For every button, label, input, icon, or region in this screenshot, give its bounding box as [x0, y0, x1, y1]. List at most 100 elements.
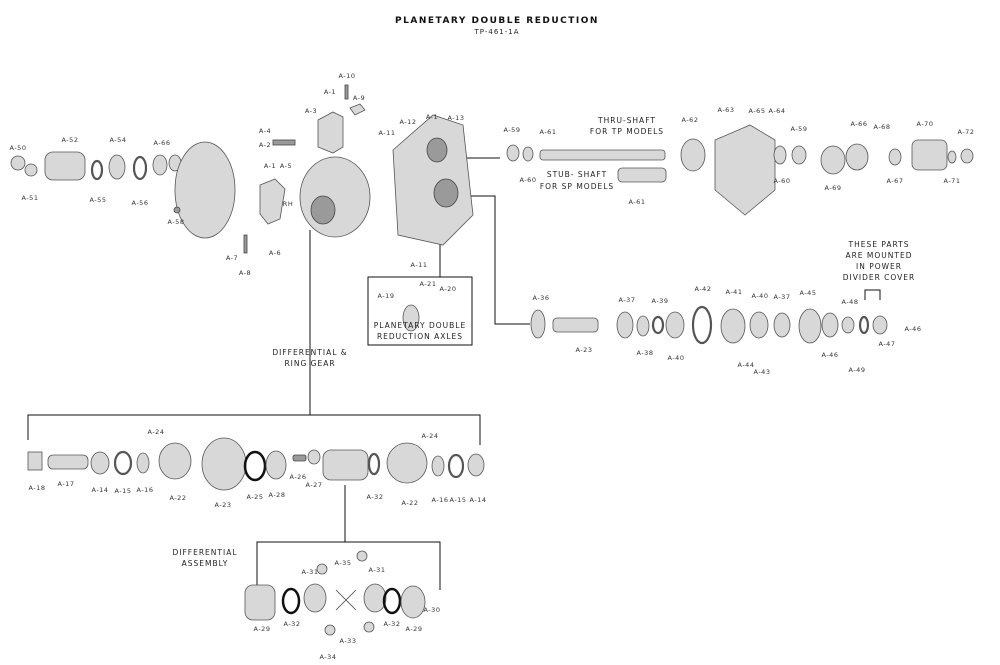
part-label: A-22: [170, 494, 187, 502]
part-label: A-37: [619, 296, 636, 304]
diff-ring-caption: Differential &: [272, 348, 347, 357]
part-label: A-63: [718, 106, 735, 114]
part-label: A-23: [576, 346, 593, 354]
planetary-box-caption-2: Reduction Axles: [377, 332, 463, 341]
part-label: A-4: [259, 127, 271, 135]
captions: Thru-Shaft For TP Models Stub- Shaft For…: [172, 116, 916, 568]
part-label: A-15: [450, 496, 467, 504]
part-label: A-32: [384, 620, 401, 628]
part-label: A-70: [917, 120, 934, 128]
part-label: A-30: [424, 606, 441, 614]
part-label: A-49: [849, 366, 866, 374]
part-label: A-56: [132, 199, 149, 207]
diff-ring-caption-2: Ring Gear: [284, 359, 335, 368]
bearing-part: [108, 154, 126, 180]
part-label: A-1: [426, 113, 438, 121]
part-label: A-8: [239, 269, 251, 277]
part-label: A-14: [92, 486, 109, 494]
part-label: A-47: [879, 340, 896, 348]
planetary-ring-part: [201, 437, 247, 491]
nut-part: [10, 155, 26, 171]
bearing-cone-part: [152, 154, 168, 176]
part-label: A-68: [874, 123, 891, 131]
part-label: A-29: [254, 625, 271, 633]
part-label: A-17: [58, 480, 75, 488]
part-label: A-69: [825, 184, 842, 192]
part-label: A-66: [154, 139, 171, 147]
differential-case-part: [322, 449, 369, 481]
part-label: A-7: [226, 254, 238, 262]
diagram-title: Planetary Double Reduction: [395, 16, 599, 26]
part-label: A-31: [369, 566, 386, 574]
part-label: A-27: [306, 481, 323, 489]
power-divider-caption-4: Divider Cover: [843, 273, 916, 282]
housing-part: [392, 114, 474, 246]
stub-shaft-part: [617, 167, 667, 183]
part-label: A-46: [822, 351, 839, 359]
part-label: A-60: [520, 176, 537, 184]
diff-assy-caption-2: Assembly: [182, 559, 229, 568]
planetary-box-caption: Planetary Double: [374, 321, 466, 330]
cover-part: [174, 141, 236, 239]
part-label: A-12: [400, 118, 417, 126]
power-divider-caption-2: Are Mounted: [845, 251, 912, 260]
planetary-box: [367, 276, 473, 346]
part-label: A-14: [470, 496, 487, 504]
rh-caption: RH: [283, 200, 293, 208]
part-label: A-43: [754, 368, 771, 376]
part-label: A-21: [420, 280, 437, 288]
part-label: A-40: [668, 354, 685, 362]
part-label: A-23: [215, 501, 232, 509]
part-label: A-3: [305, 107, 317, 115]
part-label: A-18: [29, 484, 46, 492]
power-divider-caption-3: In Power: [856, 262, 902, 271]
part-label: A-52: [62, 136, 79, 144]
part-label: A-61: [540, 128, 557, 136]
part-label: A-66: [851, 120, 868, 128]
part-label: A-34: [320, 653, 337, 661]
part-label: A-71: [944, 177, 961, 185]
part-label: A-24: [148, 428, 165, 436]
part-label: A-20: [440, 285, 457, 293]
part-label: A-62: [682, 116, 699, 124]
yoke-part: [44, 151, 86, 181]
yoke-output-part: [911, 139, 948, 171]
part-label: A-25: [247, 493, 264, 501]
part-label: A-35: [335, 559, 352, 567]
part-label: A-72: [958, 128, 975, 136]
part-label: A-48: [842, 298, 859, 306]
part-label: A-31: [302, 568, 319, 576]
thru-shaft-caption: Thru-Shaft: [597, 116, 656, 125]
part-label: A-16: [432, 496, 449, 504]
part-label: A-50: [10, 144, 27, 152]
part-label: A-59: [791, 125, 808, 133]
part-label: A-46: [905, 325, 922, 333]
part-label: A-9: [353, 94, 365, 102]
part-label: A-2: [259, 141, 271, 149]
stub-shaft-caption-2: For SP Models: [540, 182, 614, 191]
bracket-part: [27, 451, 43, 471]
part-label: A-38: [637, 349, 654, 357]
part-label: A-54: [110, 136, 127, 144]
part-label: A-10: [339, 72, 356, 80]
part-label: A-42: [695, 285, 712, 293]
seal-part: [90, 159, 104, 181]
part-label: A-11: [379, 129, 396, 137]
part-label: A-15: [115, 487, 132, 495]
part-labels: A-50A-51A-52A-55A-54A-56A-66A-58A-4A-2A-…: [10, 72, 975, 661]
part-label: A-26: [290, 473, 307, 481]
part-label: A-29: [406, 625, 423, 633]
thru-shaft-part: [539, 149, 666, 161]
pinion-part: [552, 317, 599, 333]
part-label: A-41: [726, 288, 743, 296]
part-label: A-22: [402, 499, 419, 507]
part-label: A-64: [769, 107, 786, 115]
part-label: A-5: [280, 162, 292, 170]
power-divider-caption: These Parts: [847, 240, 909, 249]
parts: [10, 84, 974, 636]
part-label: A-44: [738, 361, 755, 369]
part-label: A-16: [137, 486, 154, 494]
part-label: A-1: [264, 162, 276, 170]
part-label: A-13: [448, 114, 465, 122]
